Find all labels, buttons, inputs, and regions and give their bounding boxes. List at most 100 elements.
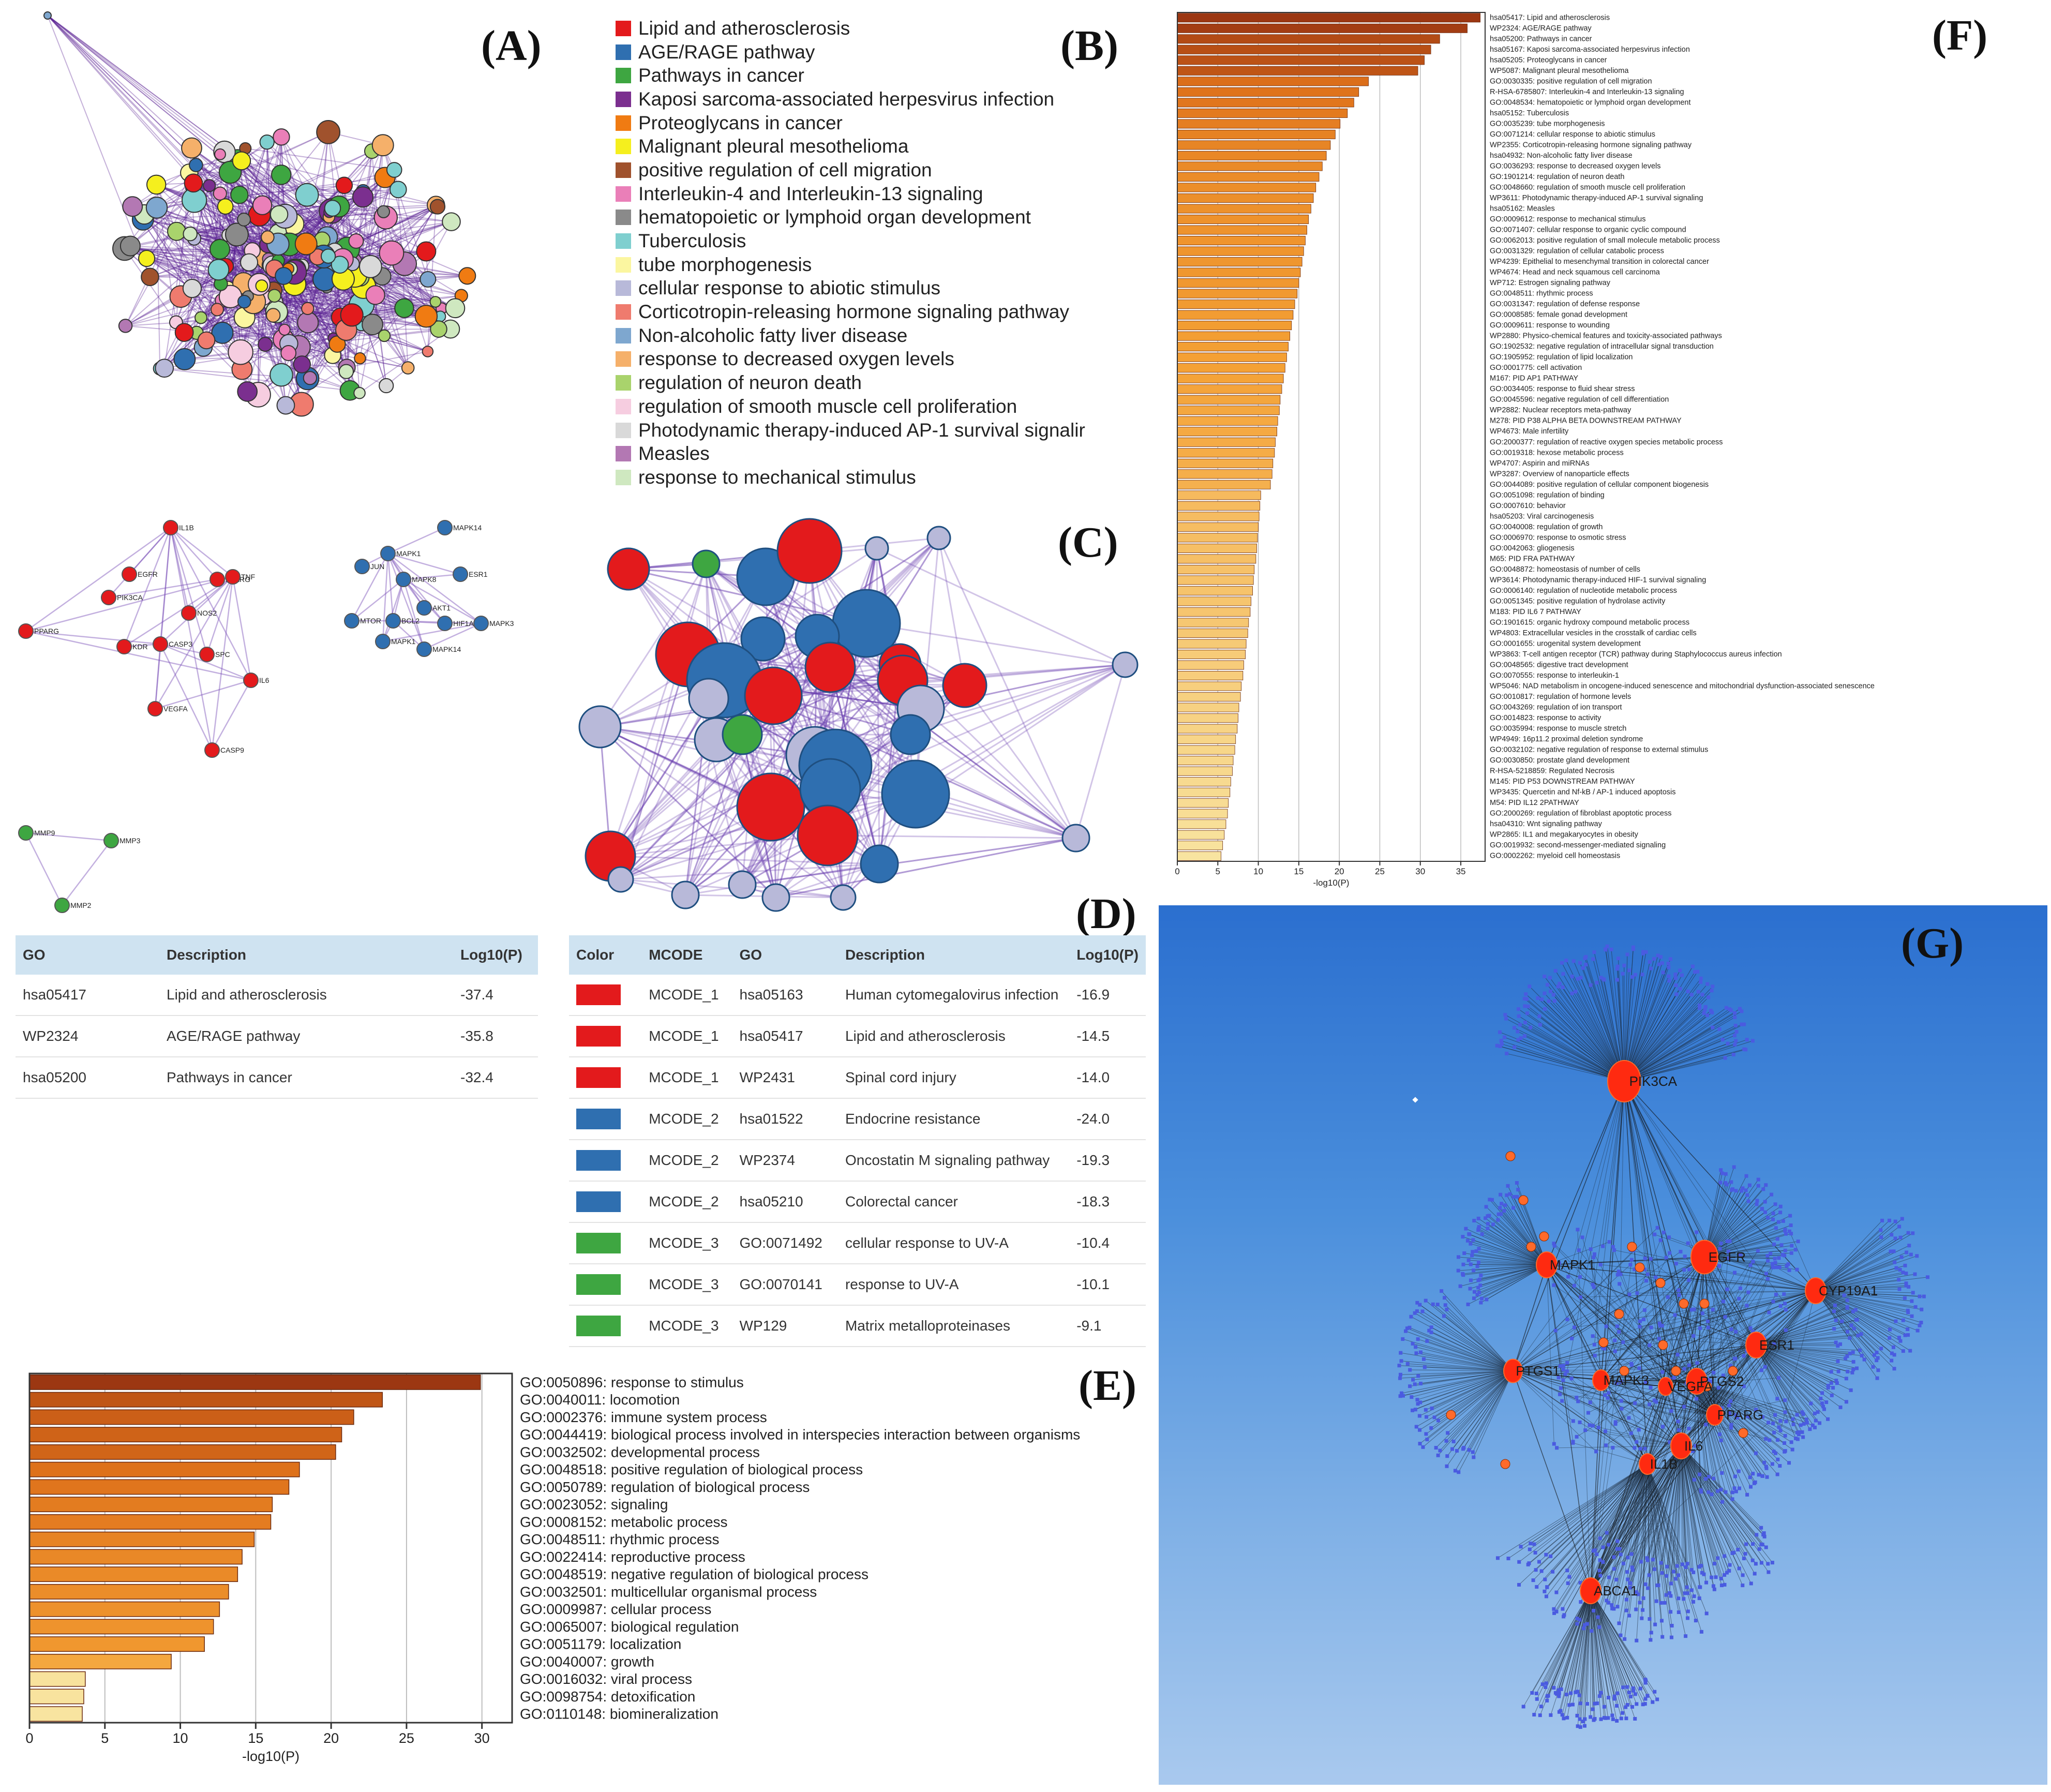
network-leaf: [1742, 1557, 1746, 1561]
network-leaf: [1411, 1378, 1415, 1382]
network-edge: [1647, 1464, 1657, 1602]
bar: [29, 1392, 383, 1408]
network-leaf: [1879, 1347, 1883, 1351]
network-edge: [1590, 1422, 1769, 1591]
network-node: [335, 176, 353, 195]
network-edge: [193, 185, 210, 239]
x-tick-label: 30: [474, 1730, 490, 1746]
network-node: [210, 303, 224, 317]
network-edge: [1590, 1590, 1626, 1708]
network-edge: [1600, 1280, 1689, 1381]
network-leaf: [1616, 957, 1620, 961]
network-edge: [1756, 1345, 1828, 1420]
network-edge: [1513, 1251, 1681, 1371]
network-edge: [1462, 1236, 1547, 1265]
network-leaf: [1684, 1565, 1688, 1570]
network-leaf: [1408, 1325, 1412, 1330]
network-leaf: [1604, 1429, 1608, 1433]
network-edge: [1441, 1291, 1514, 1371]
table-go-header-p: Log10(P): [453, 935, 538, 975]
network-leaf: [1408, 1384, 1412, 1388]
network-leaf: [1771, 1217, 1775, 1221]
network-leaf: [1734, 1029, 1739, 1034]
network-edge: [1647, 1464, 1695, 1596]
network-leaf: [1641, 1596, 1645, 1600]
network-edge: [1590, 1590, 1646, 1699]
network-edge: [1815, 1290, 1877, 1361]
category-label: GO:0045596: negative regulation of cell …: [1490, 396, 1669, 404]
network-leaf: [1643, 1582, 1648, 1586]
mcode-color-swatch: [576, 1316, 621, 1336]
network-leaf: [1589, 1247, 1593, 1251]
network-leaf: [1787, 1229, 1791, 1233]
network-leaf: [1405, 1326, 1409, 1331]
mcode-node: [18, 825, 34, 841]
network-edge: [1669, 1237, 1816, 1291]
bar: [1177, 575, 1254, 585]
mcode-edge: [387, 552, 461, 575]
bar-chart-e: GO:0050896: response to stimulusGO:00400…: [25, 1372, 1080, 1764]
network-leaf: [1630, 975, 1635, 979]
network-edge: [1590, 1386, 1666, 1591]
network-node: [926, 526, 951, 550]
bar: [1177, 151, 1327, 160]
legend-label: regulation of neuron death: [638, 372, 862, 394]
network-leaf: [1540, 997, 1544, 1002]
network-node: [429, 296, 442, 308]
network-leaf: [1821, 1405, 1825, 1409]
network-leaf: [1627, 1292, 1631, 1296]
mcode-node-label: ESR1: [469, 570, 488, 578]
network-leaf: [1744, 1188, 1748, 1192]
network-leaf: [1569, 1377, 1574, 1381]
network-leaf: [1607, 1391, 1611, 1395]
network-leaf: [1526, 1004, 1530, 1008]
legend-swatch: [616, 257, 631, 273]
network-edge: [1756, 1337, 1850, 1346]
network-edge: [1665, 1345, 1757, 1387]
network-leaf: [1918, 1294, 1922, 1298]
network-leaf: [1781, 1219, 1785, 1223]
network-leaf: [1528, 1547, 1532, 1551]
network-leaf: [1607, 1601, 1611, 1605]
network-node: [266, 308, 281, 323]
network-leaf: [1424, 1432, 1428, 1436]
network-leaf: [1548, 976, 1552, 980]
network-edge: [1815, 1290, 1890, 1338]
network-leaf: [1751, 1472, 1755, 1476]
network-leaf: [1693, 1444, 1697, 1448]
legend-item: Kaposi sarcoma-associated herpesvirus in…: [616, 87, 1143, 111]
network-edge: [1474, 1264, 1547, 1299]
network-edge: [1704, 1252, 1792, 1258]
network-leaf: [1687, 1427, 1691, 1431]
network-leaf: [1457, 1470, 1461, 1474]
table-cell: WP129: [732, 1305, 838, 1347]
network-edge: [1569, 1590, 1591, 1705]
network-edge: [842, 664, 901, 898]
category-label: hsa05200: Pathways in cancer: [1490, 35, 1592, 43]
network-node: [320, 248, 336, 264]
network-edge: [1525, 1022, 1625, 1082]
network-leaf: [1606, 1396, 1610, 1400]
network-leaf: [1836, 1344, 1840, 1348]
network-leaf: [1673, 1313, 1677, 1317]
network-leaf: [1904, 1283, 1908, 1288]
network-leaf: [1562, 1716, 1566, 1721]
network-leaf: [1505, 1052, 1509, 1056]
network-leaf: [1519, 1036, 1523, 1040]
network-leaf: [1783, 1441, 1787, 1445]
network-leaf: [1660, 1324, 1664, 1328]
category-label: WP2324: AGE/RAGE pathway: [1490, 24, 1592, 33]
mcode-edge: [62, 840, 112, 906]
table-go-header-desc: Description: [159, 935, 453, 975]
category-label: GO:2000269: regulation of fibroblast apo…: [1490, 810, 1671, 818]
network-node: [197, 331, 216, 350]
network-edge: [1473, 1370, 1514, 1458]
network-leaf: [1906, 1333, 1910, 1337]
network-leaf: [1552, 1686, 1556, 1690]
legend-swatch: [616, 91, 631, 107]
category-label: GO:0048872: homeostasis of number of cel…: [1490, 565, 1640, 574]
network-leaf: [1596, 1615, 1600, 1619]
network-leaf: [1623, 1637, 1627, 1641]
table-cell: MCODE_2: [641, 1140, 732, 1182]
